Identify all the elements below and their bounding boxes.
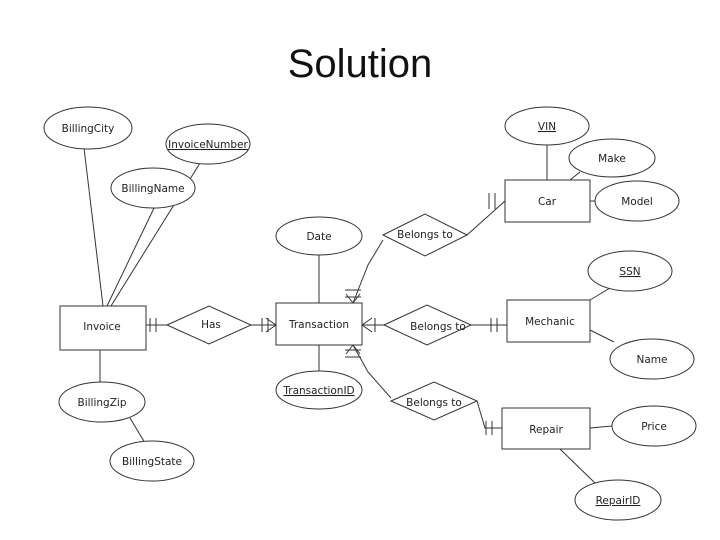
entity-car-label: Car [538, 196, 557, 208]
attribute-vin[interactable]: VIN [504, 106, 590, 146]
cardinality-marks [149, 193, 498, 435]
attribute-model[interactable]: Model [594, 180, 680, 222]
attribute-repair-id[interactable]: RepairID [574, 479, 662, 521]
attribute-ssn[interactable]: SSN [587, 250, 673, 292]
entity-mechanic[interactable]: Mechanic [506, 299, 591, 343]
attribute-make[interactable]: Make [568, 138, 656, 178]
relationship-has-label: Has [201, 319, 221, 331]
slide-title: Solution [287, 42, 433, 86]
entity-invoice-label: Invoice [83, 321, 121, 333]
attribute-model-label: Model [621, 196, 653, 208]
entity-invoice[interactable]: Invoice [59, 305, 147, 351]
attribute-invoice-number-label: InvoiceNumber [168, 139, 248, 151]
attribute-name-label: Name [637, 354, 668, 366]
attribute-invoice-number[interactable]: InvoiceNumber [165, 123, 251, 165]
attribute-price[interactable]: Price [611, 405, 697, 447]
attribute-billing-name-label: BillingName [121, 183, 184, 195]
entity-repair-label: Repair [529, 424, 563, 436]
relationship-belongs-to-car[interactable]: Belongs to [381, 213, 469, 257]
attribute-date[interactable]: Date [275, 216, 363, 256]
attribute-vin-label: VIN [538, 121, 556, 133]
attribute-connectors [83, 144, 615, 484]
attribute-billing-city-label: BillingCity [62, 123, 115, 135]
attribute-billing-state[interactable]: BillingState [109, 440, 195, 482]
attribute-transaction-id-label: TransactionID [282, 385, 354, 397]
entity-car[interactable]: Car [504, 179, 591, 223]
entity-transaction-label: Transaction [288, 319, 349, 331]
entity-mechanic-label: Mechanic [525, 316, 575, 328]
attribute-date-label: Date [306, 231, 331, 243]
attribute-repair-id-label: RepairID [596, 495, 641, 507]
attribute-price-label: Price [641, 421, 667, 433]
relationship-belongs-repair-label: Belongs to [406, 397, 462, 409]
attribute-name[interactable]: Name [609, 338, 695, 380]
entity-transaction[interactable]: Transaction [275, 302, 363, 346]
relationship-belongs-to-repair[interactable]: Belongs to [389, 381, 479, 421]
attribute-billing-city[interactable]: BillingCity [43, 106, 133, 150]
relationship-belongs-mechanic-label: Belongs to [410, 321, 466, 333]
entity-repair[interactable]: Repair [501, 407, 591, 450]
attribute-make-label: Make [598, 153, 626, 165]
attribute-billing-name[interactable]: BillingName [110, 167, 196, 209]
attribute-billing-zip[interactable]: BillingZip [58, 381, 146, 423]
attribute-transaction-id[interactable]: TransactionID [275, 370, 363, 410]
attribute-ssn-label: SSN [619, 266, 640, 278]
relationship-belongs-to-mechanic[interactable]: Belongs to [382, 304, 473, 346]
relationship-has[interactable]: Has [165, 305, 253, 345]
relationship-belongs-car-label: Belongs to [397, 229, 453, 241]
attribute-billing-zip-label: BillingZip [78, 397, 127, 409]
attribute-billing-state-label: BillingState [122, 456, 182, 468]
